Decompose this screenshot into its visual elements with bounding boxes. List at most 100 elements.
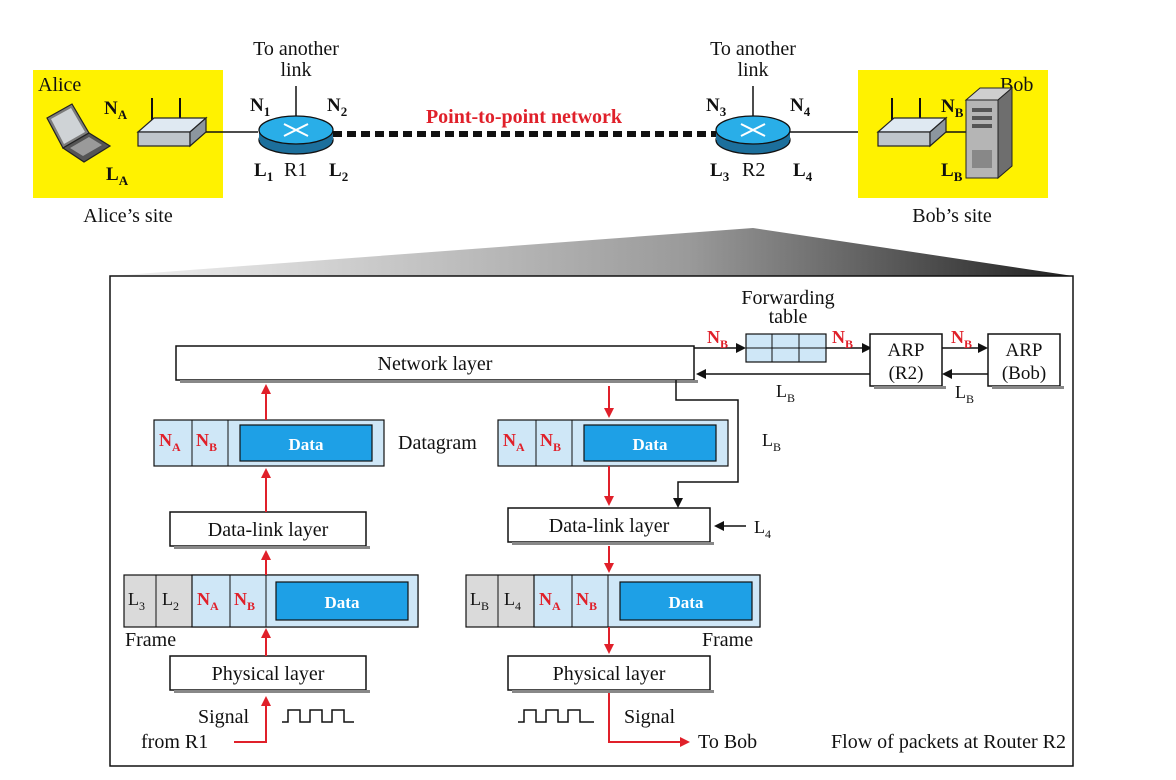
datagram-label: Datagram: [398, 432, 477, 454]
fl-l3-sub: 3: [139, 599, 145, 613]
fr-nb-sub: B: [589, 599, 597, 613]
link-1: link: [280, 59, 311, 81]
phys-right-label: Physical layer: [553, 663, 666, 685]
svg-text:NB: NB: [941, 96, 964, 120]
fl-na-sub: A: [210, 599, 219, 613]
fw-nb-out: N: [832, 327, 845, 347]
l1-sub: 1: [267, 169, 274, 184]
fr-lb-sub: B: [481, 599, 489, 613]
n4-label: N: [790, 95, 804, 116]
fw-nb-in-sub: B: [720, 337, 728, 351]
n2-label: N: [327, 95, 341, 116]
svg-text:LA: LA: [106, 164, 129, 188]
arp-bob-label: ARP: [1006, 340, 1043, 361]
svg-text:L4: L4: [504, 589, 521, 613]
arp-r2-label: ARP: [888, 340, 925, 361]
svg-text:L4: L4: [754, 517, 771, 541]
svg-text:NB: NB: [234, 589, 255, 613]
network-layer-box: [175, 345, 695, 381]
server-icon: [964, 86, 1014, 180]
dg-left-nb-sub: B: [209, 440, 217, 454]
diagram-caption: Flow of packets at Router R2: [831, 731, 1066, 753]
l2-label: L: [329, 160, 342, 181]
svg-text:LB: LB: [470, 589, 489, 613]
datagram-right: [497, 419, 729, 467]
svg-text:NA: NA: [197, 589, 219, 613]
signal-right-label: Signal: [624, 706, 676, 728]
r2-label: R2: [742, 159, 765, 181]
bob-site-caption: Bob’s site: [912, 205, 992, 227]
svg-text:LB: LB: [762, 430, 781, 454]
dll-l4-sub: 4: [765, 527, 771, 541]
svg-text:L2: L2: [162, 589, 179, 613]
svg-text:L4: L4: [793, 160, 813, 184]
svg-text:NB: NB: [832, 327, 853, 351]
svg-text:L3: L3: [128, 589, 145, 613]
svg-text:NB: NB: [196, 430, 217, 454]
dg-left-data: Data: [289, 435, 324, 454]
arp-r2-sub: (R2): [889, 363, 924, 384]
n4-sub: 4: [804, 104, 811, 119]
fl-l2: L: [162, 589, 173, 609]
svg-text:N4: N4: [790, 95, 811, 119]
svg-text:L3: L3: [710, 160, 730, 184]
datagram-left: [153, 419, 385, 467]
dll-right-label: Data-link layer: [549, 515, 670, 537]
fl-nb: N: [234, 589, 247, 609]
dll-lb-label: L: [762, 430, 773, 450]
forwarding-table: [745, 333, 827, 363]
laptop-icon: [46, 103, 112, 163]
alice-l-label: L: [106, 164, 119, 185]
router-r1-icon: [258, 115, 334, 155]
fr-lb: L: [470, 589, 481, 609]
signal-left-label: Signal: [198, 706, 250, 728]
dg-left-nb: N: [196, 430, 209, 450]
svg-text:NB: NB: [707, 327, 728, 351]
square-wave-left: [282, 709, 354, 723]
dll-l4: L: [754, 517, 765, 537]
to-bob-label: To Bob: [698, 731, 757, 753]
dll-right-box: [507, 507, 711, 543]
fl-l2-sub: 2: [173, 599, 179, 613]
frame-right-label: Frame: [702, 629, 753, 651]
svg-text:L2: L2: [329, 160, 348, 184]
svg-text:LB: LB: [955, 382, 974, 406]
svg-text:NA: NA: [539, 589, 561, 613]
arp-bob-box: [987, 333, 1061, 387]
svg-text:NB: NB: [540, 430, 561, 454]
frame-left: [123, 574, 419, 628]
link-2: link: [737, 59, 768, 81]
svg-text:NB: NB: [576, 589, 597, 613]
arp-lb-right: L: [955, 382, 966, 402]
svg-text:N3: N3: [706, 95, 727, 119]
l1-label: L: [254, 160, 267, 181]
arp-bob-sub: (Bob): [1002, 363, 1046, 384]
n3-label: N: [706, 95, 720, 116]
n1-label: N: [250, 95, 264, 116]
l2-sub: 2: [342, 169, 349, 184]
arp-lb-right-sub: B: [966, 392, 974, 406]
alice-label: Alice: [38, 74, 81, 96]
bob-modem-icon: [876, 98, 948, 148]
dll-lb-sub: B: [773, 440, 781, 454]
point-to-point-title: Point-to-point network: [426, 106, 623, 128]
dg-right-data: Data: [633, 435, 668, 454]
fr-l4: L: [504, 589, 515, 609]
fr-l4-sub: 4: [515, 599, 521, 613]
n2-sub: 2: [341, 104, 348, 119]
alice-n-sub: A: [118, 107, 128, 122]
svg-text:NA: NA: [503, 430, 525, 454]
fl-nb-sub: B: [247, 599, 255, 613]
forwarding-table-label-2: table: [769, 306, 808, 328]
dg-left-na-sub: A: [172, 440, 181, 454]
r1-label: R1: [284, 159, 307, 181]
fl-na: N: [197, 589, 210, 609]
fr-na: N: [539, 589, 552, 609]
dll-left-label: Data-link layer: [208, 519, 329, 541]
fr-nb: N: [576, 589, 589, 609]
n3-sub: 3: [720, 104, 727, 119]
dg-right-na: N: [503, 430, 516, 450]
dg-right-na-sub: A: [516, 440, 525, 454]
arp-nb: N: [951, 327, 964, 347]
